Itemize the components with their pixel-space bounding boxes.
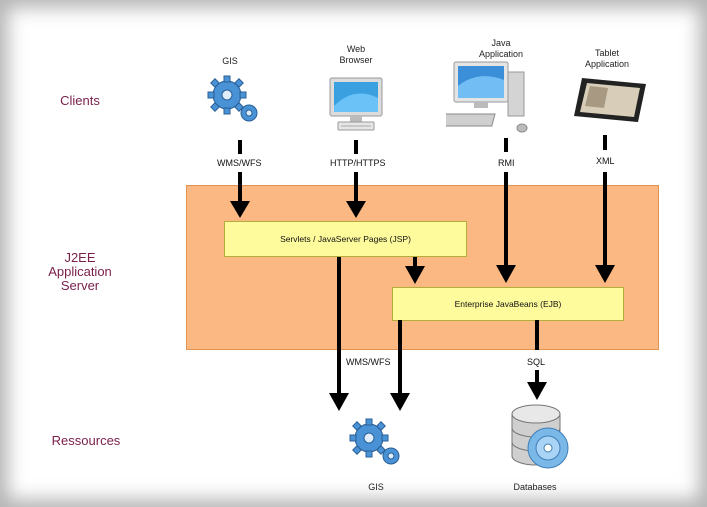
arrow-ejb-to-database: [527, 320, 547, 400]
web-browser-monitor-icon: [329, 77, 383, 131]
protocol-label-sql: SQL: [525, 356, 548, 368]
servlets-jsp-label: Servlets / JavaServer Pages (JSP): [280, 234, 411, 244]
gis-resource-gears-icon: [349, 418, 400, 465]
layer-label-resources: Ressources: [51, 433, 121, 448]
arrow-tablet-to-ejb: [595, 135, 615, 283]
client-label-tablet-application: Tablet Application: [584, 48, 630, 69]
client-label-java-application: Java Application: [478, 38, 524, 59]
tablet-device-icon: [574, 78, 646, 122]
layer-label-server-line1: J2EE: [64, 250, 96, 265]
layer-label-server-line2: Application: [48, 264, 112, 279]
layer-label-clients: Clients: [60, 93, 100, 108]
layer-label-server-line3: Server: [60, 278, 100, 293]
protocol-label-rmi: RMI: [496, 157, 517, 169]
gis-gears-icon: [207, 75, 258, 122]
protocol-label-xml: XML: [594, 155, 617, 167]
ejb-box: Enterprise JavaBeans (EJB): [392, 287, 624, 321]
arrow-ejb-to-gis: [390, 320, 410, 411]
arrow-servlets-to-ejb: [405, 257, 425, 284]
arrow-browser-to-servlets: [346, 140, 366, 218]
resource-label-gis: GIS: [368, 482, 384, 492]
java-desktop-computer-icon: [446, 61, 528, 133]
protocol-label-http-https: HTTP/HTTPS: [328, 157, 388, 169]
resource-label-databases: Databases: [513, 482, 557, 492]
arrow-servlets-to-gis: [329, 257, 349, 411]
client-label-web-browser: Web Browser: [339, 44, 373, 65]
client-label-gis: GIS: [222, 56, 238, 66]
arrow-gis-to-servlets: [230, 140, 250, 218]
database-icon: [511, 404, 569, 469]
protocol-label-wms-wfs-client: WMS/WFS: [215, 157, 264, 169]
arrow-java-to-ejb: [496, 138, 516, 283]
ejb-label: Enterprise JavaBeans (EJB): [454, 299, 562, 309]
protocol-label-wms-wfs-resource: WMS/WFS: [344, 356, 393, 368]
servlets-jsp-box: Servlets / JavaServer Pages (JSP): [224, 221, 467, 257]
layer-label-server: J2EE Application Server: [30, 251, 130, 293]
